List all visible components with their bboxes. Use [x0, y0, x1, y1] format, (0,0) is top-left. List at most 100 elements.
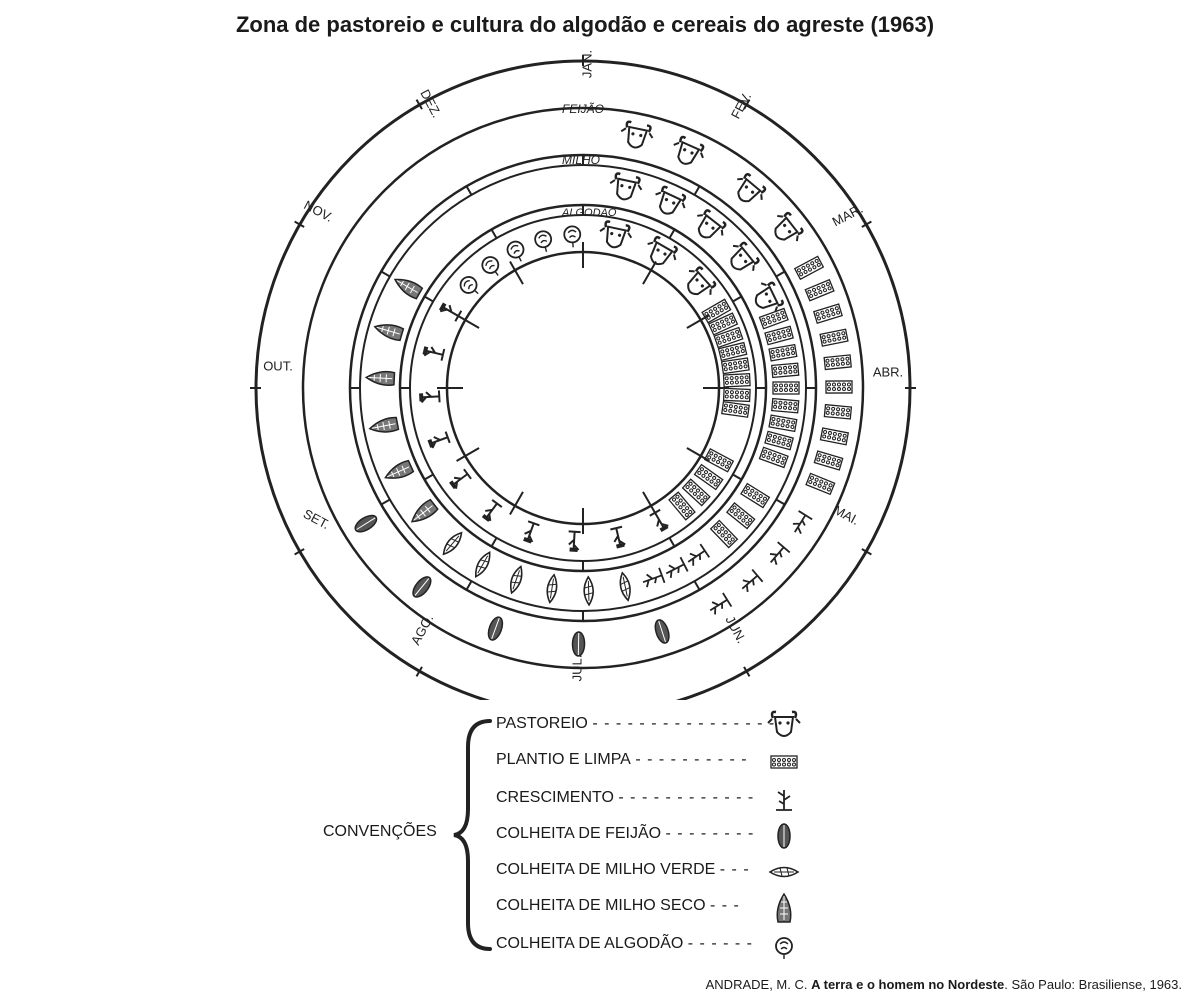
growing-plants-icon	[776, 790, 792, 811]
planting-rows-icon	[668, 491, 696, 521]
inner-tick	[686, 447, 702, 457]
planting-rows-icon	[793, 255, 825, 281]
legend-item-label: COLHEITA DE MILHO SECO	[496, 897, 706, 914]
planting-rows-icon	[768, 414, 798, 433]
green-corn-icon	[583, 575, 594, 607]
month-label: NOV.	[301, 197, 335, 225]
ring-divider	[490, 537, 498, 547]
inner-tick	[642, 491, 652, 507]
planting-rows-icon	[825, 380, 853, 394]
cotton-plant-icon	[649, 508, 669, 533]
ring-divider	[732, 295, 742, 303]
dry-corn-icon	[384, 459, 415, 479]
cotton-plant-icon	[568, 530, 581, 552]
inner-tick	[514, 269, 524, 285]
agricultural-calendar-wheel: JAN.FEV.MAR.ABR.MAI.JUN.JUL.AGO.SET.OUT.…	[250, 50, 916, 700]
green-corn-icon	[442, 531, 463, 556]
planting-rows-icon	[770, 755, 798, 769]
planting-rows-icon	[713, 326, 744, 349]
month-tick	[294, 220, 305, 228]
ox-head-icon	[687, 266, 717, 296]
legend-item-leader: - - - - - - - - - - - -	[618, 789, 755, 806]
ox-head-icon	[767, 710, 801, 737]
legend-item-label: CRESCIMENTO	[496, 789, 614, 806]
green-corn-icon	[768, 866, 800, 878]
legend-item-leader: - - - - - - - - - -	[635, 751, 748, 768]
ring-circle	[359, 164, 807, 612]
bean-basket-icon	[412, 576, 432, 598]
cotton-boll-icon	[459, 276, 479, 295]
ring-divider	[509, 505, 516, 515]
bean-basket-icon	[571, 631, 586, 657]
month-labels: JAN.FEV.MAR.ABR.MAI.JUN.JUL.AGO.SET.OUT.…	[263, 50, 903, 681]
dry-corn-icon	[776, 892, 792, 923]
ox-head-icon	[767, 710, 801, 737]
legend-item-leader: - - - - - -	[687, 935, 753, 952]
legend-item: PASTOREIO - - - - - - - - - - - - - - - …	[496, 715, 775, 739]
planting-rows-icon	[717, 341, 748, 362]
legend-item: CRESCIMENTO - - - - - - - - - - - -	[496, 789, 754, 813]
growing-plants-icon	[769, 541, 791, 566]
growing-plants-icon	[792, 510, 813, 534]
planting-rows-icon	[720, 357, 750, 375]
dry-corn-icon	[393, 278, 424, 300]
ring-circle	[445, 250, 721, 526]
ring-divider	[380, 270, 391, 278]
growing-plants-icon	[709, 592, 733, 615]
legend-item-label: PLANTIO E LIMPA	[496, 751, 631, 768]
month-tick	[861, 548, 872, 556]
legend-item: PLANTIO E LIMPA - - - - - - - - - -	[496, 751, 748, 775]
legend-item-leader: - - - - - - - - - - - - - - - -	[592, 715, 776, 732]
growing-plants-icon	[642, 567, 666, 588]
planting-rows-icon	[758, 446, 789, 469]
cotton-plant-icon	[419, 390, 441, 404]
ring-divider	[456, 314, 466, 321]
ring-divider	[650, 261, 657, 271]
green-corn-icon	[619, 571, 631, 602]
cotton-boll-icon	[506, 240, 525, 262]
ox-head-icon	[774, 211, 804, 242]
planting-rows-icon	[823, 403, 853, 420]
planting-rows-icon	[772, 381, 800, 395]
ring-divider	[490, 229, 498, 239]
dry-corn-icon	[776, 892, 792, 923]
planting-rows-icon	[812, 303, 843, 324]
bean-basket-icon	[777, 823, 791, 849]
planting-rows-icon	[722, 387, 751, 403]
inner-tick	[642, 269, 652, 285]
planting-rows-icon	[725, 501, 756, 530]
source-rest: . São Paulo: Brasiliense, 1963.	[1004, 977, 1182, 992]
planting-rows-icon	[771, 362, 800, 379]
ring-divider	[465, 185, 473, 196]
month-tick	[861, 220, 872, 228]
bean-basket-icon	[487, 616, 504, 641]
ox-head-icon	[647, 235, 678, 266]
legend-item-label: PASTOREIO	[496, 715, 588, 732]
legend-brace-icon	[453, 719, 492, 951]
legend-item-leader: - - -	[709, 897, 740, 914]
planting-rows-icon	[721, 400, 750, 418]
planting-rows-icon	[693, 463, 724, 491]
ring-circle	[301, 106, 865, 670]
planting-rows-icon	[740, 482, 771, 509]
planting-rows-icon	[805, 472, 836, 496]
ring-divider	[456, 455, 466, 462]
legend-title: CONVENÇÕES	[323, 823, 437, 840]
dry-corn-icon	[373, 324, 405, 342]
ox-head-icon	[599, 220, 633, 249]
ring-divider	[693, 185, 701, 196]
source-work: A terra e o homem no Nordeste	[811, 977, 1005, 992]
green-corn-icon	[475, 551, 491, 578]
source-author: ANDRADE, M. C.	[705, 977, 812, 992]
growing-plants-icon	[665, 556, 689, 578]
dry-corn-icon	[364, 370, 396, 386]
legend-item: COLHEITA DE MILHO VERDE - - -	[496, 861, 750, 885]
ring-divider	[700, 314, 710, 321]
green-corn-icon	[509, 565, 523, 595]
cotton-plant-icon	[610, 525, 626, 549]
ring-divider	[693, 580, 701, 591]
planting-rows-icon	[764, 430, 794, 451]
inner-tick	[686, 319, 702, 329]
ox-head-icon	[697, 209, 727, 239]
month-label: MAR.	[830, 201, 866, 230]
